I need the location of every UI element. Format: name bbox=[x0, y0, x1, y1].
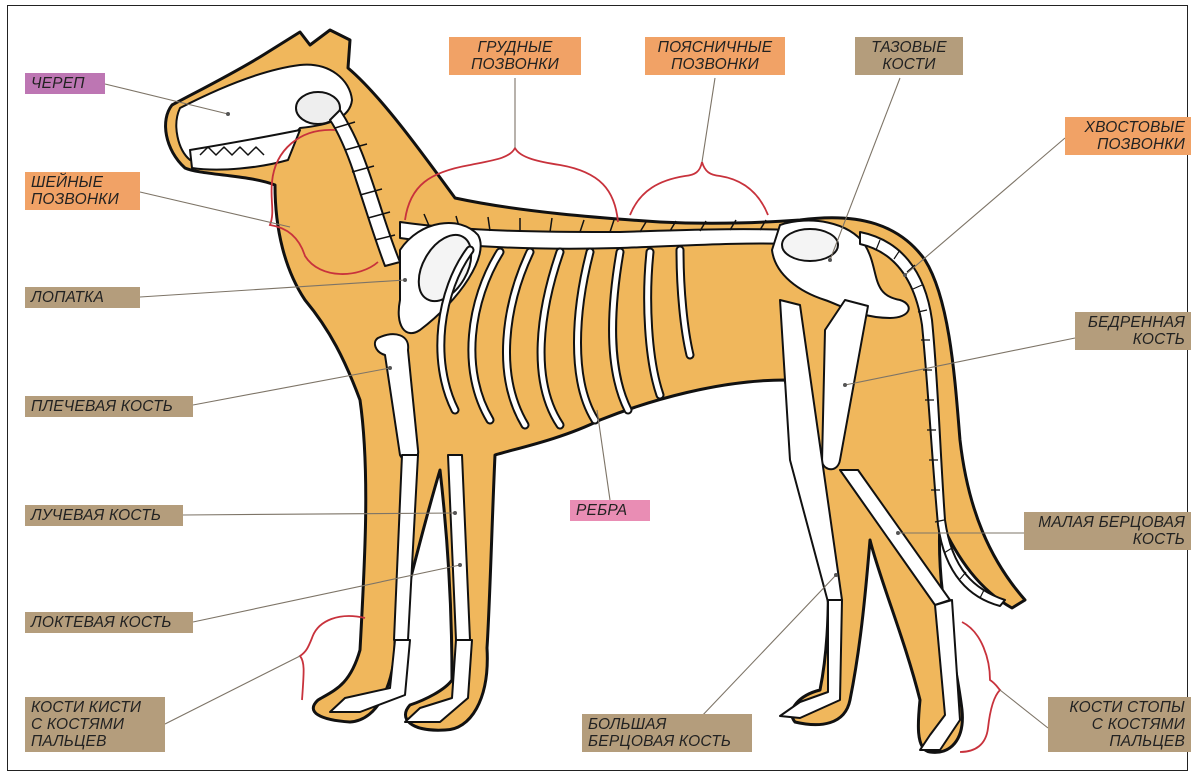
label-fibula: МАЛАЯ БЕРЦОВАЯ КОСТЬ bbox=[1024, 512, 1191, 550]
label-tibia: БОЛЬШАЯ БЕРЦОВАЯ КОСТЬ bbox=[582, 714, 752, 752]
label-hindpaw-bones: КОСТИ СТОПЫ С КОСТЯМИ ПАЛЬЦЕВ bbox=[1048, 697, 1191, 752]
label-scapula: ЛОПАТКА bbox=[25, 287, 140, 308]
tail-leader bbox=[905, 138, 1065, 275]
label-tail-vertebrae: ХВОСТОВЫЕ ПОЗВОНКИ bbox=[1065, 117, 1191, 155]
hindpaw-leader bbox=[1000, 690, 1048, 728]
cervical-leader bbox=[140, 192, 290, 227]
lumbar-leader bbox=[702, 78, 715, 162]
label-thoracic-vertebrae: ГРУДНЫЕ ПОЗВОНКИ bbox=[449, 37, 581, 75]
label-cervical-vertebrae: ШЕЙНЫЕ ПОЗВОНКИ bbox=[25, 172, 140, 210]
label-femur: БЕДРЕННАЯ КОСТЬ bbox=[1075, 312, 1191, 350]
forepaw-leader bbox=[165, 656, 300, 724]
label-humerus: ПЛЕЧЕВАЯ КОСТЬ bbox=[25, 396, 193, 417]
lumbar-bracket bbox=[630, 162, 768, 215]
label-forepaw-bones: КОСТИ КИСТИ С КОСТЯМИ ПАЛЬЦЕВ bbox=[25, 697, 165, 752]
label-ulna: ЛОКТЕВАЯ КОСТЬ bbox=[25, 612, 193, 633]
label-lumbar-vertebrae: ПОЯСНИЧНЫЕ ПОЗВОНКИ bbox=[645, 37, 785, 75]
ribs-leader bbox=[597, 410, 610, 500]
hindpaw-bones-1 bbox=[780, 600, 842, 718]
pelvis-fossa bbox=[782, 229, 838, 261]
hindpaw-bracket bbox=[960, 622, 1000, 752]
label-skull: ЧЕРЕП bbox=[25, 73, 105, 94]
label-ribs: РЕБРА bbox=[570, 500, 650, 521]
label-pelvic-bones: ТАЗОВЫЕ КОСТИ bbox=[855, 37, 963, 75]
label-radius: ЛУЧЕВАЯ КОСТЬ bbox=[25, 505, 183, 526]
ulna-leader bbox=[193, 565, 460, 622]
